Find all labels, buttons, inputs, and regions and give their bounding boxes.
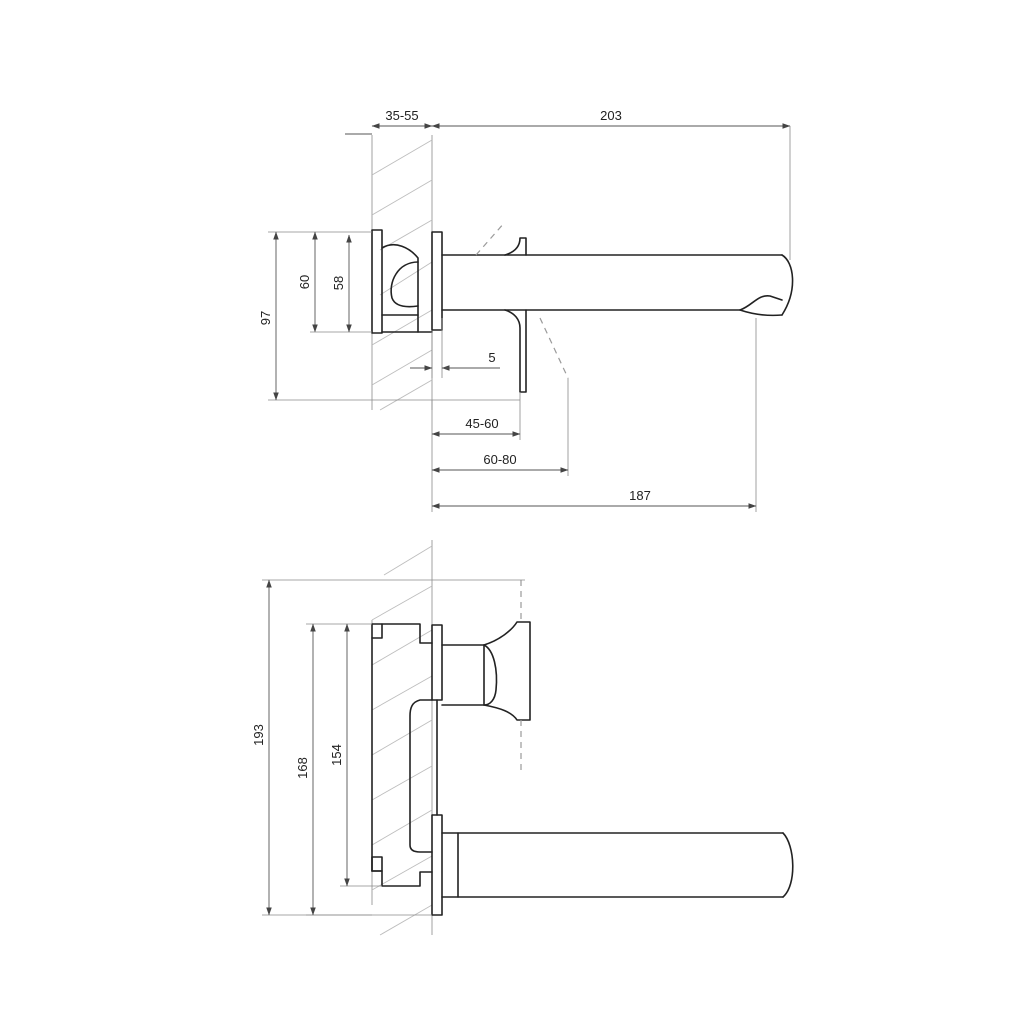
dim-spout-projection: 187 — [431, 318, 757, 512]
dim-spout-length: 203 — [345, 108, 791, 260]
mounting-plate-front — [431, 624, 443, 916]
dim-label-height-overall-front: 193 — [251, 724, 266, 746]
dim-plate-height-front: 168 — [295, 623, 372, 916]
dim-lever-offset-1: 45-60 — [431, 392, 521, 512]
top-view: 35-55 203 97 60 58 — [258, 108, 794, 512]
dim-plate-height-top: 60 — [297, 231, 372, 333]
wall-hatching-top — [371, 135, 433, 411]
spout-front — [441, 832, 794, 898]
handle-front — [441, 580, 531, 770]
wall-hatching-front — [371, 540, 433, 936]
rough-in-body-front — [371, 623, 433, 887]
dim-label-plate-height-top: 60 — [297, 275, 312, 289]
dim-label-gap: 5 — [488, 350, 495, 365]
dim-label-plate-height-front: 168 — [295, 757, 310, 779]
dim-body-height-top: 58 — [331, 234, 352, 333]
dim-lever-offset-2: 60-80 — [431, 378, 569, 476]
dim-body-height-front: 154 — [329, 623, 382, 887]
dim-label-height-overall-top: 97 — [258, 311, 273, 325]
front-view: 193 168 154 — [251, 540, 794, 936]
dim-label-body-height-top: 58 — [331, 276, 346, 290]
dim-label-body-height-front: 154 — [329, 744, 344, 766]
dim-label-lever-offset-2: 60-80 — [483, 452, 516, 467]
dim-label-spout-projection: 187 — [629, 488, 651, 503]
dim-height-overall-top: 97 — [258, 231, 520, 401]
dim-label-lever-offset-1: 45-60 — [465, 416, 498, 431]
lever-top — [475, 221, 569, 393]
dim-label-spout-length: 203 — [600, 108, 622, 123]
spout-top — [441, 254, 794, 317]
rough-in-body-top — [371, 229, 443, 334]
dim-wall-depth: 35-55 — [371, 108, 433, 129]
dim-label-wall-depth: 35-55 — [385, 108, 418, 123]
dim-height-overall-front: 193 — [251, 579, 525, 916]
dim-gap: 5 — [410, 318, 500, 378]
